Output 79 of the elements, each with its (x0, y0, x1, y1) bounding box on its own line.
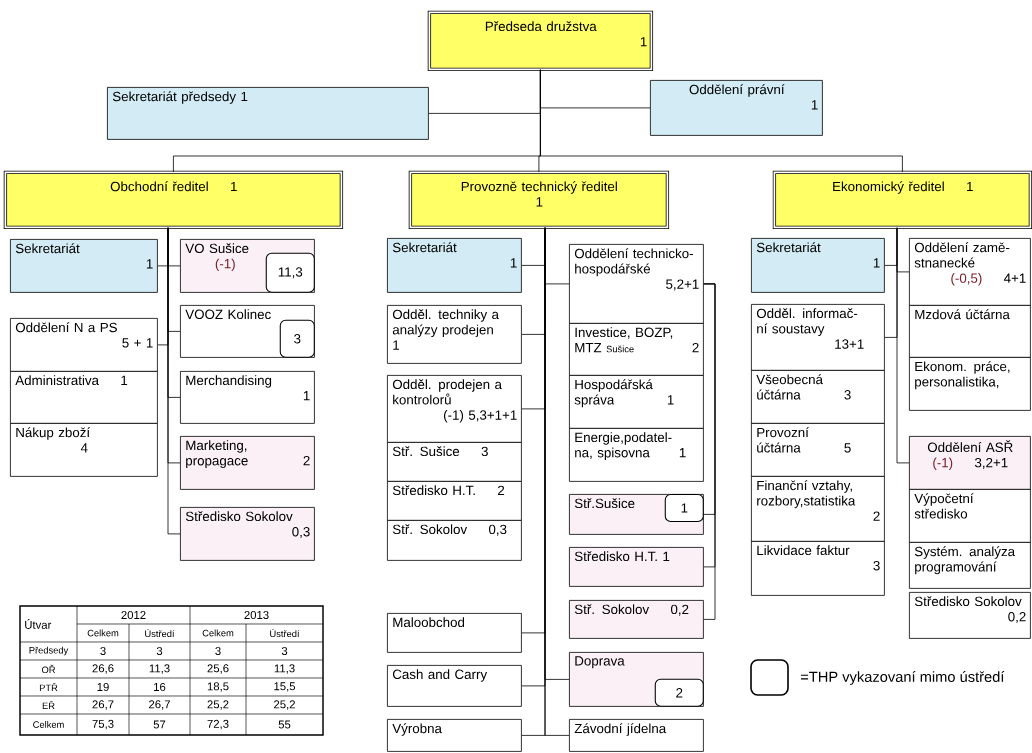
department-box: Merchandising 1 (180, 371, 315, 424)
table-cell: 19 (97, 683, 109, 691)
department-box: Výrobna (387, 719, 522, 752)
table-cell: 18,5 (207, 682, 229, 692)
department-box: Sekretariát 1 (751, 238, 885, 293)
table-cell: 3 (281, 647, 288, 655)
table-cell: 25,2 (207, 700, 229, 710)
department-box: Středisko H.T. 1 (569, 547, 704, 587)
count-box: 3 (279, 319, 315, 358)
table-cell: 2012 (121, 611, 146, 619)
table-cell: PTŘ (39, 682, 58, 692)
position-box: Obchodní ředitel 1 (3, 170, 344, 230)
table-cell: 3 (156, 647, 163, 655)
department-box: Oddělení technicko-hospodářské 5,2+1 (569, 244, 704, 324)
table-cell: Celkem (33, 721, 64, 728)
table-cell: 25,2 (274, 700, 295, 710)
department-box: Stř. Sušice 3 (387, 442, 522, 482)
department-box: Stř. Sokolov 0,2 (569, 600, 704, 639)
department-box: Cash and Carry (387, 665, 522, 707)
department-box: Odděl. informač- ní soustavy 13+1 (751, 304, 885, 371)
table-cell: Celkem (87, 629, 119, 637)
department-box: Výpočetní středisko (909, 489, 1031, 543)
table-cell: 3 (215, 647, 221, 655)
department-box: Energie,podatel- na, spisovna 1 (569, 428, 704, 482)
table-cell: 25,6 (207, 664, 229, 674)
department-box: Závodní jídelna (569, 719, 704, 752)
department-box: Finanční vztahy, rozbory,statistika 2 (751, 476, 885, 542)
table-cell: 11,3 (149, 664, 170, 674)
department-box: Nákup zboží 4 (10, 423, 158, 477)
legend-text: =THP vykazovaní mimo ústředí (801, 671, 1005, 685)
department-box: Všeobecná účtárna 3 (751, 370, 885, 424)
table-cell: 26,7 (149, 700, 170, 710)
position-box: Provozně technický ředitel 1 (408, 170, 670, 230)
department-box: Maloobchod (387, 613, 522, 653)
table-cell: 75,3 (92, 719, 114, 730)
table-cell: 26,6 (92, 664, 114, 674)
department-box: Provozní účtárna 5 (751, 423, 885, 477)
position-box: Předseda družstva 1 (427, 10, 654, 72)
table-cell: 26,7 (92, 700, 114, 710)
table-cell: 57 (153, 720, 166, 729)
table-cell: 15,5 (274, 682, 296, 692)
table-cell: 3 (100, 647, 106, 655)
department-box: Sekretariát 1 (387, 238, 522, 293)
department-box: Systém. analýza programování (909, 542, 1031, 589)
department-box: Odděl. techniky a analýzy prodejen 1 (387, 305, 522, 364)
department-box: Hospodářská správa 1 (569, 375, 704, 429)
table-cell: 11,3 (274, 664, 295, 674)
department-box: Mzdová účtárna (909, 305, 1031, 358)
department-box: Odděl. prodejen a kontrolorů (-1) 5,3+1+1 (387, 375, 522, 443)
department-box: Oddělení ASŘ (-1) 3,2+1 (909, 436, 1031, 490)
department-box: Středisko H.T. 2 (387, 481, 522, 521)
table-cell: Celkem (202, 629, 234, 637)
table-cell: Ústředí (270, 628, 300, 638)
count-box: 11,3 (265, 252, 315, 293)
department-box: Investice, BOZP, MTZ Sušice 2 (569, 323, 704, 376)
department-box: Sekretariát 1 (10, 239, 158, 293)
department-box: Stř. Sokolov 0,3 (387, 520, 522, 561)
department-box: Likvidace faktur 3 (751, 541, 885, 596)
count-box: 2 (654, 678, 704, 707)
department-box: Oddělení zamě- stnanecké (-0,5) 4+1 (909, 238, 1031, 306)
department-box: Středisko Sokolov 0,3 (180, 507, 315, 561)
department-box: Oddělení právní 1 (650, 80, 823, 136)
table-cell: 2013 (244, 611, 269, 619)
department-box: Sekretariát předsedy 1 (107, 87, 429, 140)
table-cell: Útvar (25, 619, 52, 629)
table-cell: Ústředí (145, 628, 175, 638)
department-box: Oddělení N a PS 5 + 1 (10, 318, 158, 372)
table-cell: EŘ (42, 700, 55, 710)
department-box: Ekonom. práce, personalistika, (909, 357, 1031, 411)
department-box: Marketing, propagace 2 (180, 436, 315, 490)
department-box: Administrativa 1 (10, 371, 158, 424)
position-box: Ekonomický ředitel 1 (772, 170, 1032, 230)
table-cell: 55 (278, 720, 291, 729)
table-cell: Předsedy (29, 646, 69, 656)
department-box: Středisko Sokolov 0,2 (909, 592, 1031, 639)
table-cell: 16 (154, 683, 166, 691)
table-cell: OŘ (41, 664, 56, 674)
count-box: 1 (664, 494, 704, 523)
table-cell: 72,3 (207, 719, 229, 730)
